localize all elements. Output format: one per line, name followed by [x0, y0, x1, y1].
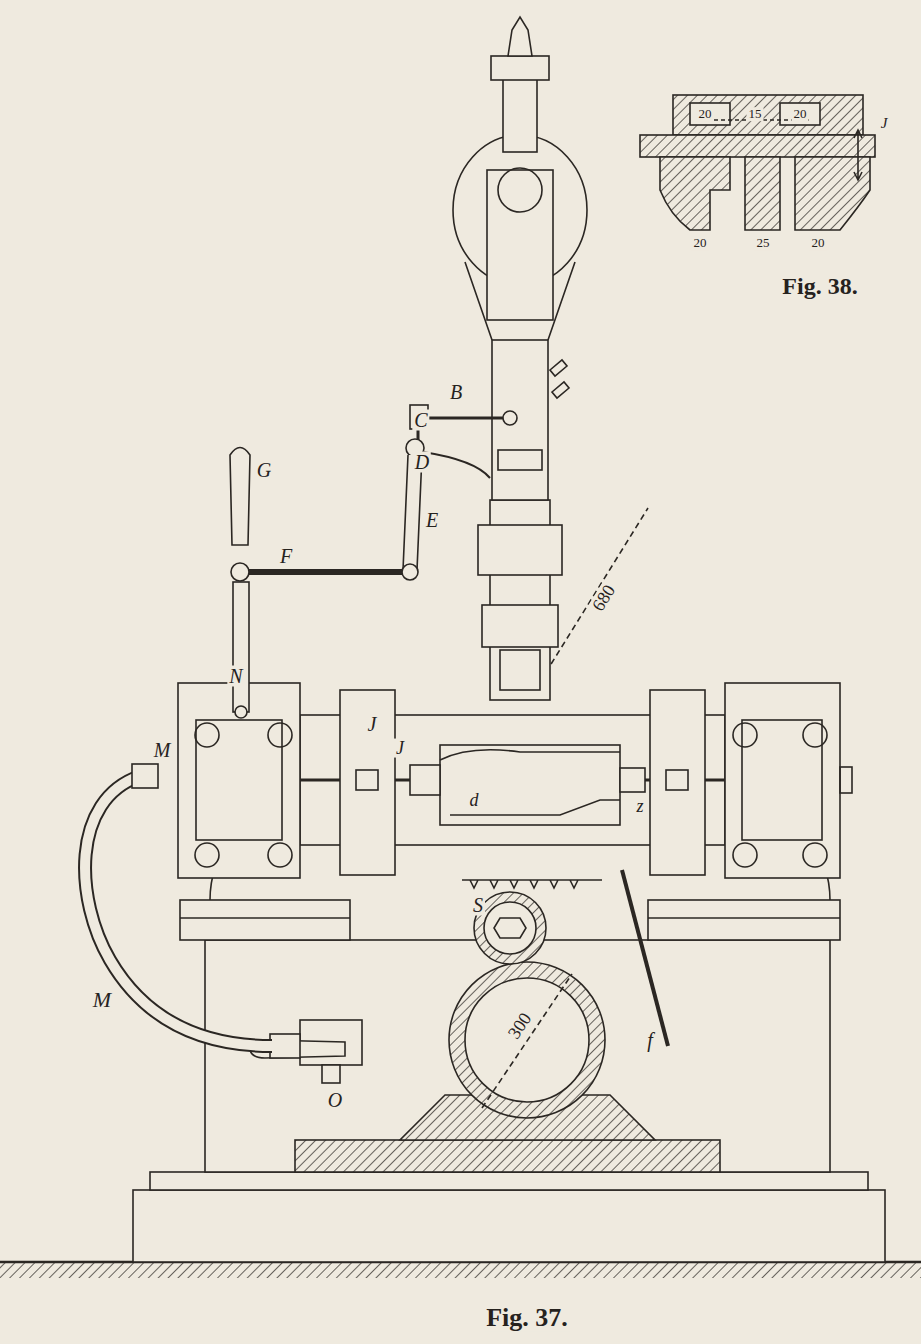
- part-label: S: [471, 895, 485, 916]
- part-label: N: [227, 666, 244, 687]
- part-label: B: [448, 382, 464, 403]
- part-label: Fig. 38.: [780, 274, 859, 299]
- part-label: z: [634, 797, 645, 816]
- part-label: O: [326, 1090, 344, 1111]
- part-label: f: [645, 1030, 655, 1051]
- figure-caption: Fig. 37.: [484, 1304, 570, 1331]
- part-label: J: [879, 116, 890, 132]
- part-label: M: [152, 740, 173, 761]
- dimension-label: 680: [588, 580, 620, 616]
- dimension-label: 25: [755, 236, 772, 250]
- part-label: E: [424, 510, 440, 531]
- dimension-label: 15: [747, 107, 764, 121]
- part-label: J: [366, 714, 379, 735]
- dimension-label: 20: [697, 107, 714, 121]
- part-label: J: [394, 739, 406, 758]
- part-label: G: [255, 460, 273, 481]
- dimension-label: 20: [692, 236, 709, 250]
- dimension-label: 20: [810, 236, 827, 250]
- part-label: C: [412, 410, 429, 431]
- part-label: D: [413, 452, 431, 473]
- part-label: M: [91, 988, 113, 1011]
- part-label: F: [278, 546, 294, 567]
- dimension-label: 20: [792, 107, 809, 121]
- part-label: d: [468, 791, 481, 810]
